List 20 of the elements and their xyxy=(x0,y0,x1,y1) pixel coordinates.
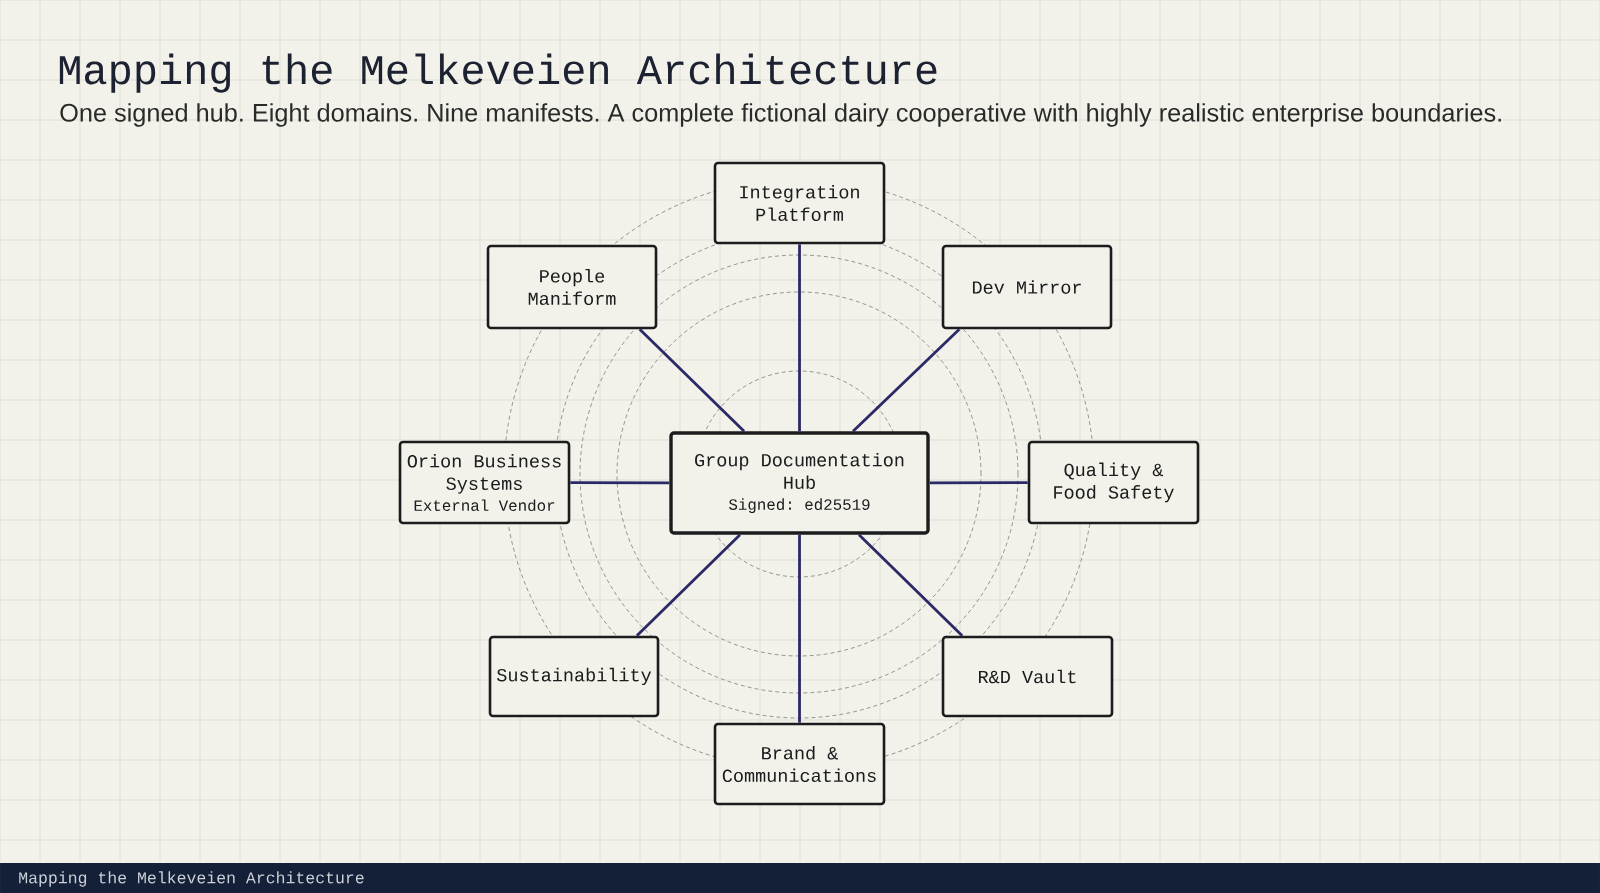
hub-box: Group Documentation Hub Signed: ed25519 xyxy=(669,431,930,535)
connector-line xyxy=(635,533,741,637)
connector-line xyxy=(638,328,746,433)
connector-line xyxy=(798,534,801,723)
title: Mapping the Melkeveien Architecture xyxy=(59,53,937,93)
connector-line xyxy=(570,481,670,485)
domain-box: Quality & Food Safety xyxy=(1027,440,1200,525)
domain-box: Brand & Communications xyxy=(713,722,886,806)
domain-box: Integration Platform xyxy=(713,161,886,245)
footer-title: Mapping the Melkeveien Architecture xyxy=(19,871,364,887)
connector-line xyxy=(858,533,964,637)
subtitle: One signed hub. Eight domains. Nine manifests. A complete fictional dairy cooperative with highly realistic enterprise boundaries. xyxy=(60,103,1501,127)
domain-box: Sustainability xyxy=(488,635,660,718)
domain-box: R&D Vault xyxy=(941,635,1114,718)
connector-line xyxy=(798,244,801,432)
domain-box: People Maniform xyxy=(486,244,658,330)
domain-box: Dev Mirror xyxy=(941,244,1113,330)
connector-line xyxy=(929,481,1028,485)
connector-line xyxy=(852,328,961,433)
domain-box: Orion Business Systems External Vendor xyxy=(398,440,571,525)
